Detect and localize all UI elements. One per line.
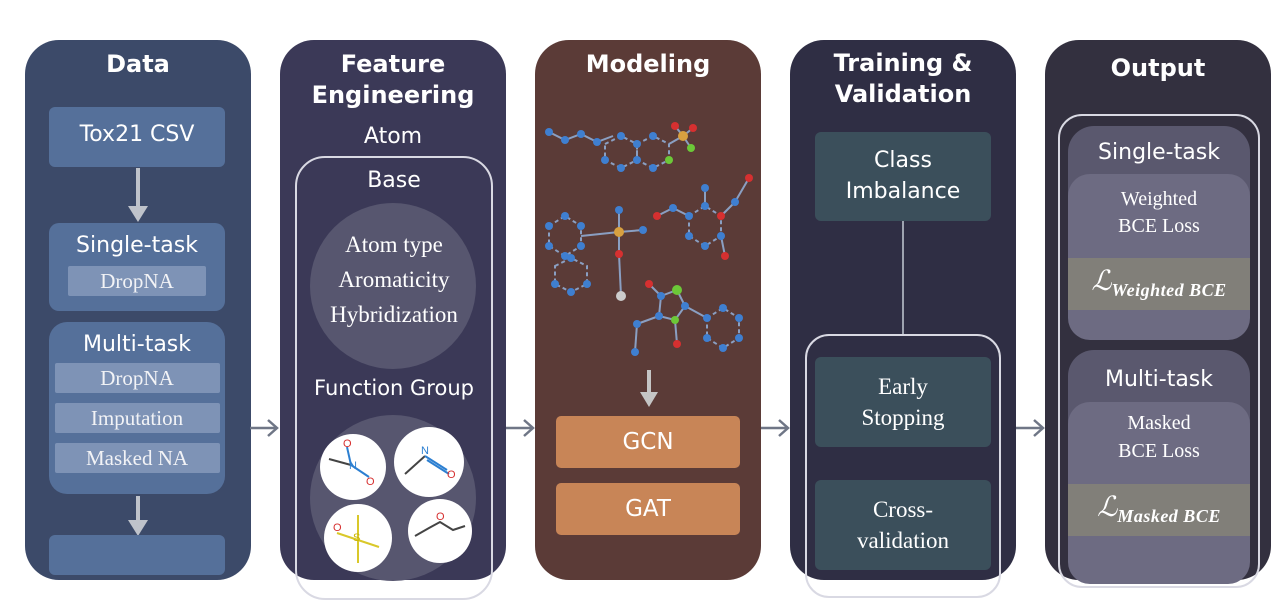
svg-text:O: O [333, 522, 342, 534]
cross-validation-line1: Cross- [872, 497, 934, 522]
right-arrow-icon [250, 419, 279, 437]
data-column: Data Tox21 CSV Single-task DropNA Multi-… [25, 40, 251, 580]
molecule-icon [631, 280, 743, 356]
molecule-icon [545, 206, 647, 301]
connector-line [902, 221, 904, 334]
right-arrow-icon [761, 419, 790, 437]
single-task-dropna: DropNA [68, 266, 206, 296]
gcn-label: GCN [622, 429, 674, 455]
tox21-csv-box: Tox21 CSV [49, 107, 225, 167]
output-column-title: Output [1110, 54, 1206, 82]
feature-column-title-line2: Engineering [311, 81, 475, 109]
down-arrow-icon [128, 496, 148, 536]
svg-text:N: N [421, 445, 429, 457]
svg-text:N: N [349, 460, 357, 472]
weighted-bce-formula-subscript: Weighted BCE [1111, 280, 1227, 300]
svg-text:O: O [447, 469, 456, 481]
early-stopping-line1: Early [878, 374, 928, 399]
masked-bce-formula-subscript: Masked BCE [1117, 506, 1221, 526]
base-properties-circle [310, 203, 476, 369]
sulfonyl-group-icon: S O [324, 504, 392, 572]
molecule-icon [545, 122, 697, 172]
gcn-model-box: GCN [556, 416, 740, 468]
feature-engineering-column: Feature Engineering Atom Base Atom type … [280, 40, 506, 600]
data-column-title: Data [106, 50, 170, 78]
modeling-column-title: Modeling [585, 50, 711, 78]
weighted-bce-loss-box: Weighted BCE Loss ℒWeighted BCE [1068, 174, 1250, 340]
output-column: Output Single-task Weighted BCE Loss ℒWe… [1045, 40, 1271, 588]
masked-bce-loss-line1: Masked [1127, 412, 1191, 434]
early-stopping-box: Early Stopping [815, 357, 991, 447]
class-imbalance-box: Class Imbalance [815, 132, 991, 221]
training-column-title-line2: Validation [834, 80, 972, 108]
single-task-title: Single-task [76, 233, 198, 258]
base-panel: Base Atom type Aromaticity Hybridization… [295, 156, 493, 600]
svg-text:S: S [353, 532, 360, 544]
class-imbalance-line2: Imbalance [845, 179, 961, 204]
molecule-icon [653, 174, 753, 260]
weighted-bce-loss-line2: BCE Loss [1118, 215, 1200, 237]
base-item-atom-type: Atom type [345, 232, 443, 257]
masked-bce-formula: ℒMasked BCE [1068, 484, 1250, 536]
multi-task-box: Multi-task DropNA Imputation Masked NA [49, 322, 225, 494]
nitroso-group-icon: N O [394, 427, 464, 497]
multi-task-imputation: Imputation [54, 403, 220, 433]
gat-label: GAT [625, 496, 671, 522]
svg-text:O: O [366, 476, 375, 488]
weighted-bce-formula-symbol: ℒ [1091, 266, 1112, 297]
multi-task-masked-na: Masked NA [54, 443, 220, 473]
right-arrow-icon [1016, 419, 1045, 437]
multi-task-title: Multi-task [82, 332, 192, 357]
cross-validation-line2: validation [857, 528, 949, 553]
single-task-output-box: Single-task Weighted BCE Loss ℒWeighted … [1068, 126, 1250, 340]
multi-task-output-title: Multi-task [1104, 367, 1214, 392]
training-column-title-line1: Training & [833, 49, 973, 77]
base-item-aromaticity: Aromaticity [338, 267, 450, 292]
right-arrow-icon [506, 419, 535, 437]
svg-text:O: O [436, 511, 445, 523]
weighted-bce-loss-line1: Weighted [1120, 188, 1198, 210]
masked-bce-loss-line2: BCE Loss [1118, 440, 1200, 462]
atom-label: Atom [363, 124, 423, 149]
feature-column-title-line1: Feature [340, 50, 446, 78]
multi-task-dropna: DropNA [54, 363, 220, 393]
training-validation-column: Training & Validation Class Imbalance Ea… [790, 40, 1016, 598]
next-data-box [49, 535, 225, 575]
nitro-group-icon: O N O [320, 434, 386, 500]
tox21-csv-label: Tox21 CSV [79, 122, 195, 147]
weighted-bce-formula: ℒWeighted BCE [1068, 258, 1250, 310]
down-arrow-icon [128, 168, 148, 222]
down-arrow-icon [640, 370, 658, 407]
early-stopping-line2: Stopping [861, 405, 945, 430]
masked-bce-loss-box: Masked BCE Loss ℒMasked BCE [1068, 402, 1250, 584]
function-group-label: Function Group [314, 376, 474, 400]
class-imbalance-line1: Class [874, 148, 932, 173]
base-item-hybridization: Hybridization [330, 302, 458, 327]
single-task-box: Single-task DropNA [49, 223, 225, 311]
masked-bce-formula-symbol: ℒ [1097, 492, 1118, 523]
svg-text:O: O [343, 438, 352, 450]
modeling-column: Modeling [535, 40, 761, 580]
base-label: Base [367, 168, 421, 193]
multi-task-output-box: Multi-task Masked BCE Loss ℒMasked BCE [1068, 350, 1250, 584]
cross-validation-box: Cross- validation [815, 480, 991, 570]
gat-model-box: GAT [556, 483, 740, 535]
ether-group-icon: O [408, 499, 472, 563]
single-task-output-title: Single-task [1098, 140, 1220, 165]
